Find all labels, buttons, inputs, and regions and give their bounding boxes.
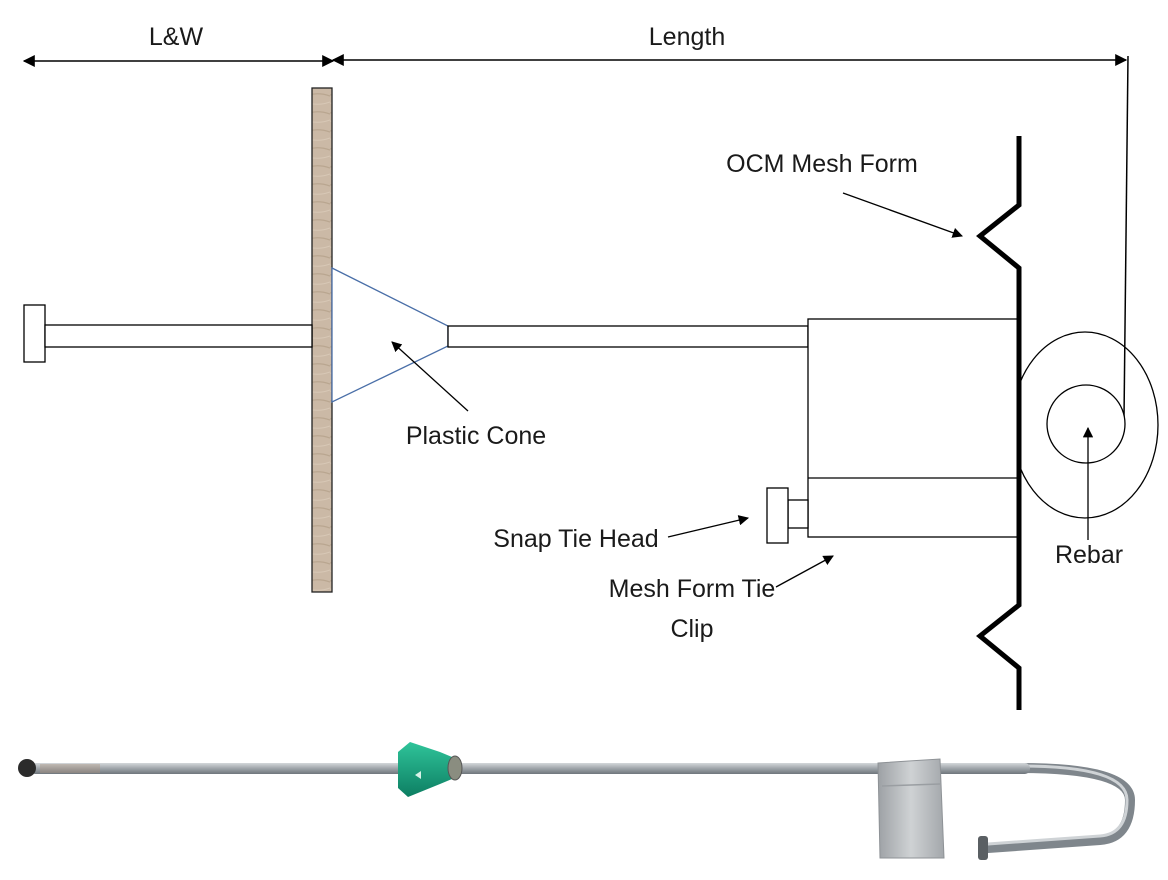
mesh-form-tie-clip — [807, 318, 1021, 538]
snap-tie-head-label: Snap Tie Head — [493, 525, 658, 553]
mesh-form-tie-clip-label-line1: Mesh Form Tie — [609, 575, 776, 603]
photo-rod — [30, 763, 1030, 774]
plastic-cone-leader — [391, 341, 469, 412]
photo-cone-washer — [447, 755, 463, 781]
ocm-mesh-form-label: OCM Mesh Form — [726, 150, 918, 178]
lw-label: L&W — [149, 23, 204, 51]
snap-tie-photo — [18, 742, 1136, 860]
photo-tie-clip-bend — [881, 783, 941, 787]
left-tie-rod — [44, 324, 313, 348]
rebar-circle — [1046, 384, 1126, 464]
photo-rod-hook-highlight — [986, 764, 1129, 846]
mesh-form-tie-clip-leader — [775, 555, 834, 588]
snap-tie-head-leader — [667, 515, 750, 538]
length-dimension: Length — [331, 23, 1129, 419]
photo-plastic-cone — [398, 742, 452, 797]
photo-rod-ball-end — [18, 759, 36, 777]
photo-rod-rust — [40, 764, 100, 773]
snap-tie-head-shape — [766, 487, 789, 544]
ocm-mesh-form-leader — [842, 192, 963, 238]
length-label: Length — [649, 23, 725, 51]
photo-cone-mark-icon — [415, 771, 421, 779]
wood-form-panel — [311, 87, 333, 593]
rebar-label: Rebar — [1055, 541, 1123, 569]
left-tie-end-head — [23, 304, 46, 363]
snap-tie-head-stem — [787, 499, 809, 529]
plastic-cone-label: Plastic Cone — [406, 422, 546, 450]
lw-dimension: L&W — [22, 23, 335, 67]
mesh-form-tie-clip-label-line2: Clip — [670, 615, 713, 643]
main-tie-rod — [447, 325, 809, 348]
photo-snap-tie-head — [978, 836, 988, 860]
ocm-mesh-form-profile — [976, 136, 1022, 710]
photo-rod-hook — [983, 763, 1136, 853]
photo-tie-clip — [877, 758, 945, 859]
length-extension-line — [1123, 55, 1129, 419]
plastic-cone-shape — [331, 266, 449, 404]
